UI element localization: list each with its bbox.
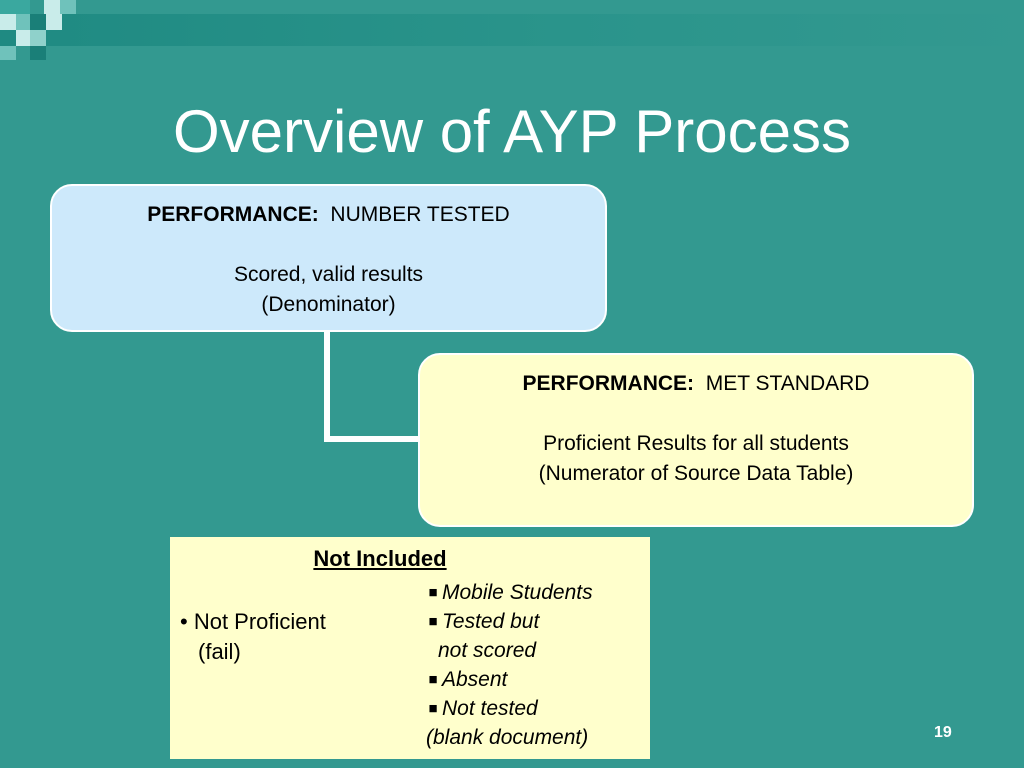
mobile-students-label: Mobile Students: [442, 581, 593, 604]
number-tested-box: PERFORMANCE: NUMBER TESTED Scored, valid…: [50, 184, 607, 332]
met-standard-heading-bold: PERFORMANCE:: [522, 372, 695, 395]
list-item-continuation: not scored: [438, 639, 537, 662]
slide-title: Overview of AYP Process: [172, 98, 852, 165]
met-standard-heading-rest: MET STANDARD: [705, 372, 870, 395]
square-bullet-icon: ■: [428, 671, 438, 688]
not-proficient-item: • Not Proficient (fail): [180, 607, 326, 667]
met-standard-heading: PERFORMANCE: MET STANDARD: [420, 369, 972, 399]
list-item-continuation: (blank document): [426, 726, 589, 749]
list-item: ■Mobile Students: [424, 578, 593, 607]
tested-but-label: Tested but: [442, 610, 540, 633]
square-bullet-icon: ■: [428, 584, 438, 601]
not-tested-label: Not tested: [442, 697, 538, 720]
not-proficient-sub: (fail): [198, 639, 241, 664]
bullet-dot-icon: •: [180, 609, 188, 634]
connector-horizontal: [324, 436, 420, 442]
not-proficient-label: Not Proficient: [193, 609, 326, 634]
excluded-list: ■Mobile Students ■Tested but not scored …: [424, 578, 593, 752]
page-number: 19: [934, 724, 952, 741]
not-included-panel: Not Included • Not Proficient (fail) ■Mo…: [170, 537, 650, 759]
list-item: ■Absent: [424, 665, 593, 694]
list-item: ■Tested but: [424, 607, 593, 636]
connector-vertical: [324, 332, 330, 442]
number-tested-heading-rest: NUMBER TESTED: [330, 203, 510, 226]
absent-label: Absent: [442, 668, 508, 691]
list-item: ■Not tested: [424, 694, 593, 723]
met-standard-line2: (Numerator of Source Data Table): [538, 462, 854, 485]
square-bullet-icon: ■: [428, 613, 438, 630]
met-standard-line1: Proficient Results for all students: [543, 432, 849, 455]
square-bullet-icon: ■: [428, 700, 438, 717]
number-tested-line2: (Denominator): [261, 293, 396, 316]
number-tested-heading-bold: PERFORMANCE:: [147, 203, 319, 226]
title-band: [0, 14, 1024, 46]
met-standard-box: PERFORMANCE: MET STANDARD Proficient Res…: [418, 353, 974, 527]
not-included-title: Not Included: [313, 546, 447, 571]
number-tested-heading: PERFORMANCE: NUMBER TESTED: [52, 200, 605, 230]
number-tested-line1: Scored, valid results: [233, 263, 424, 286]
